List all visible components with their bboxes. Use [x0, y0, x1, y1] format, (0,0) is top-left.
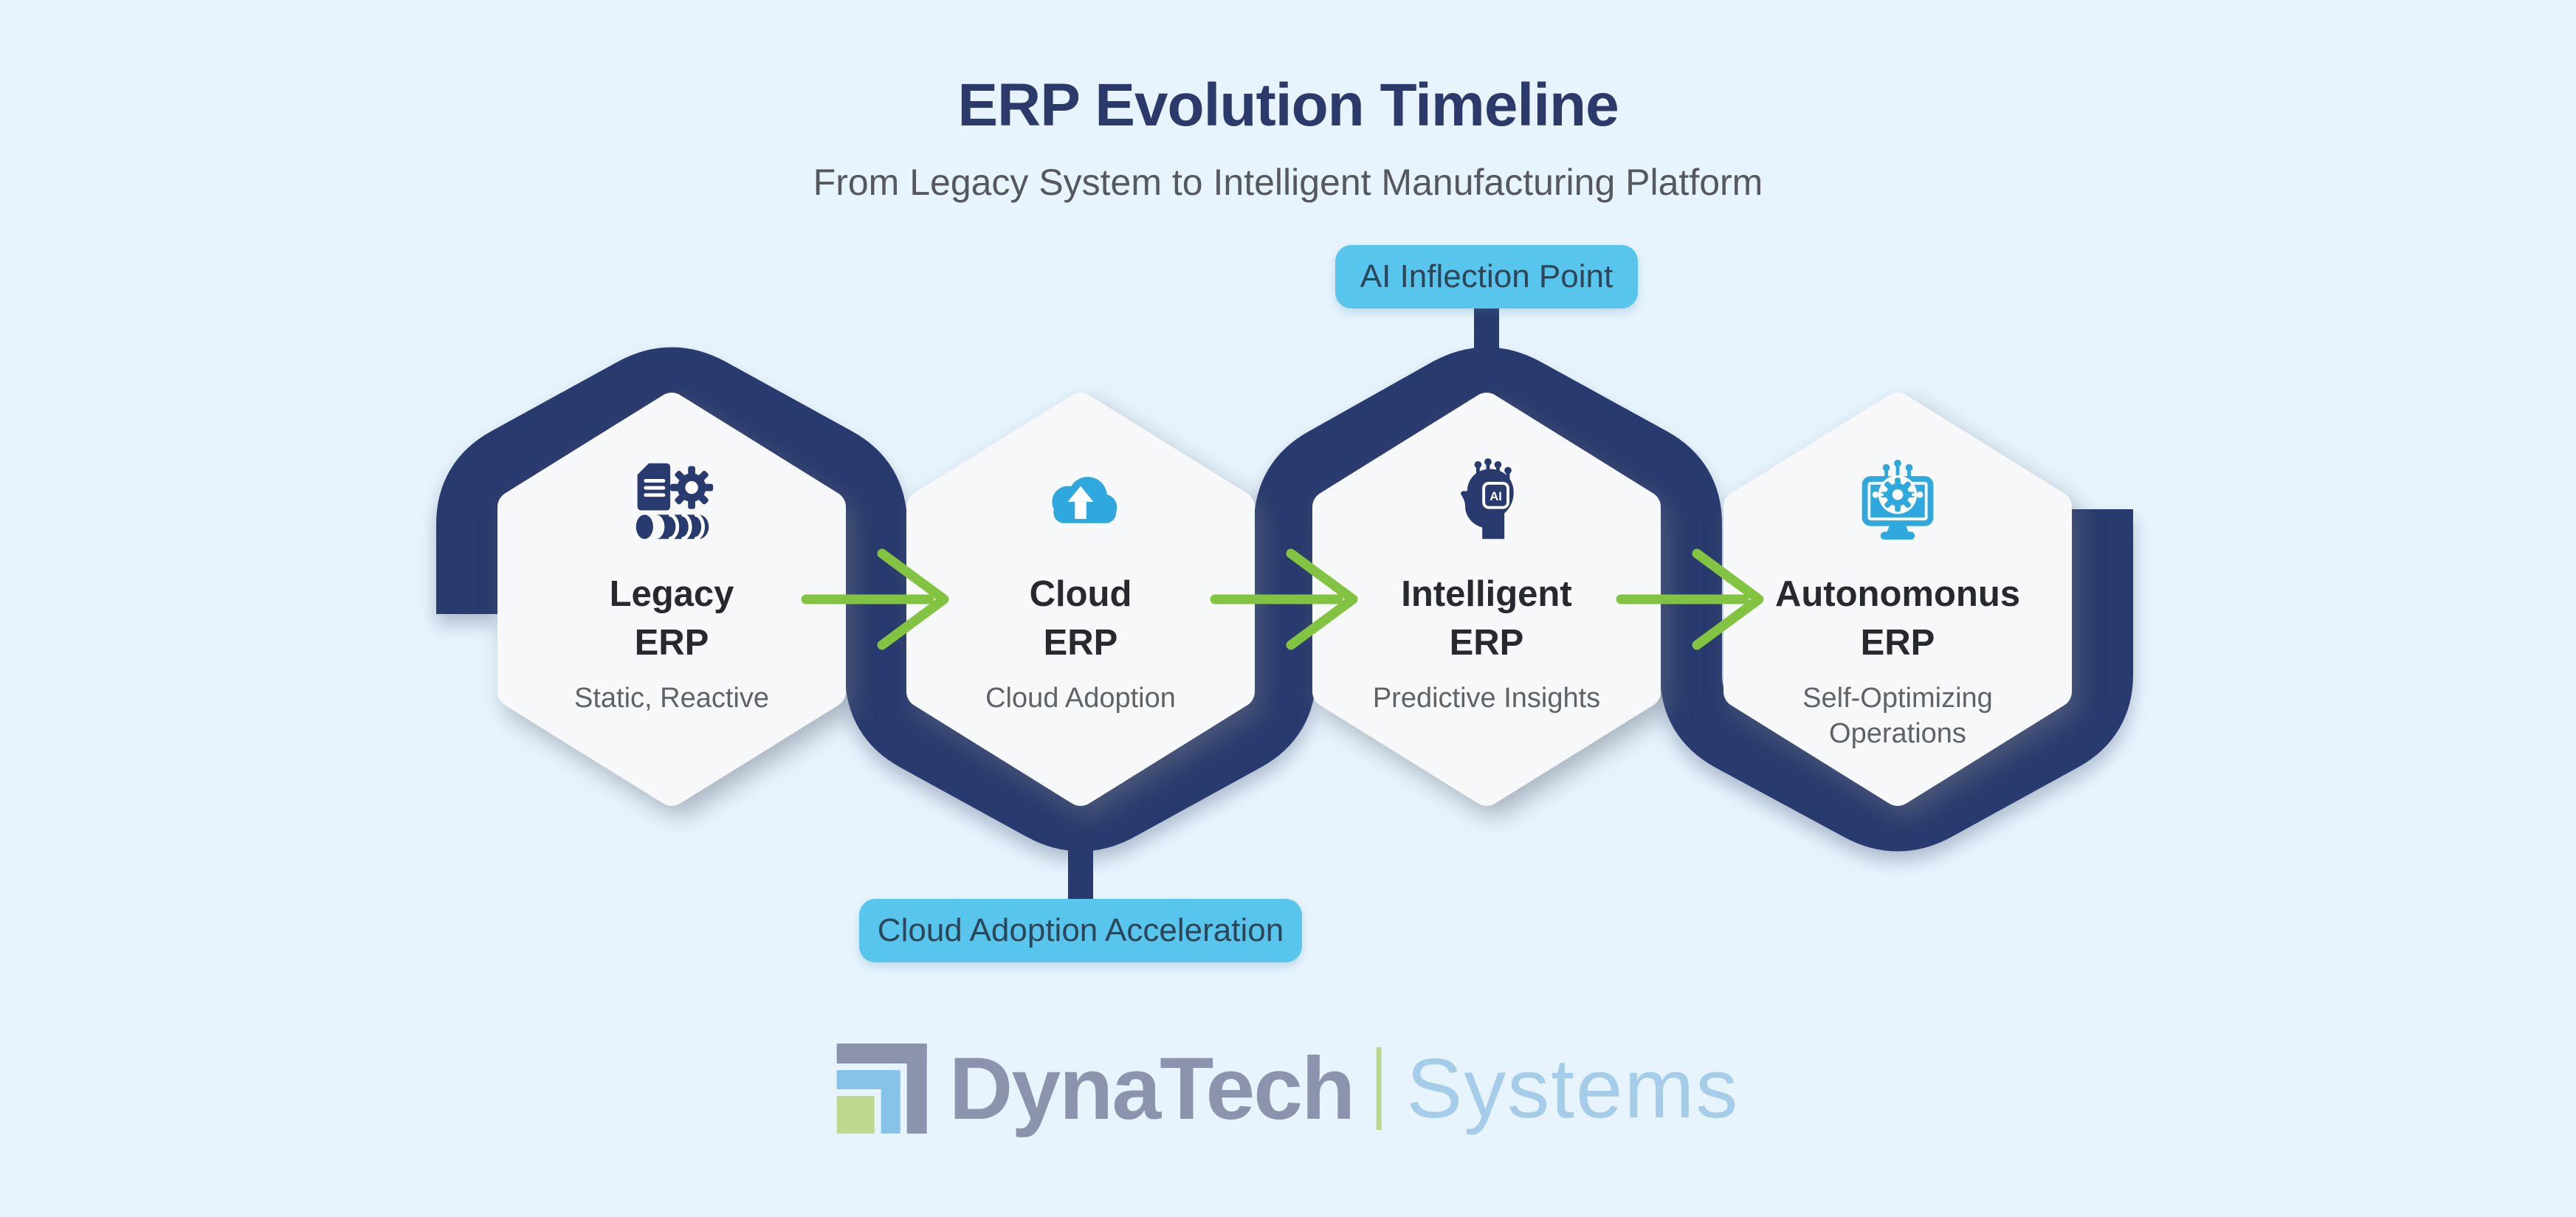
- stage-description: Static, Reactive: [574, 683, 769, 714]
- arrow-icon-legacy-to-cloud: [801, 548, 949, 650]
- stage-autonomous-erp: Autonomonus ERP Self-Optimizing Operatio…: [1728, 399, 2067, 797]
- svg-text:AI: AI: [1490, 490, 1501, 503]
- stage-description: Self-Optimizing Operations: [1802, 683, 1993, 749]
- hexagon-cloud-erp: [906, 393, 1255, 806]
- stage-name: Intelligent ERP: [1401, 574, 1572, 663]
- ai-head-icon: AI: [1461, 458, 1514, 539]
- stage-name: Legacy ERP: [609, 574, 734, 663]
- ai-inflection-point-callout: AI Inflection Point: [1335, 245, 1638, 308]
- cloud-adoption-acceleration-callout: Cloud Adoption Acceleration: [859, 899, 1302, 962]
- stage-description: Cloud Adoption: [985, 683, 1176, 714]
- hexagon-legacy-erp: [497, 393, 846, 806]
- stage-legacy-erp: Legacy ERP Static, Reactive: [502, 399, 841, 797]
- stage-name: Autonomonus ERP: [1774, 574, 2021, 663]
- stage-description: Predictive Insights: [1372, 683, 1601, 714]
- dynatech-systems-logo: DynaTech Systems: [836, 1039, 1740, 1138]
- arrow-icon-cloud-to-intelligent: [1210, 548, 1358, 650]
- stage-intelligent-erp: AI Intelligent ERP Predictive Insights: [1317, 399, 1656, 797]
- logo-divider: [1376, 1047, 1382, 1130]
- hexagon-autonomous-erp: [1723, 393, 2072, 806]
- logo-suffix-text: Systems: [1406, 1041, 1740, 1136]
- hexagon-intelligent-erp: [1312, 393, 1661, 806]
- dynatech-logo-mark-icon: [836, 1044, 927, 1134]
- stage-cloud-erp: Cloud ERP Cloud Adoption: [911, 399, 1250, 797]
- logo-brand-text: DynaTech: [948, 1039, 1356, 1138]
- document-gear-database-icon: [636, 463, 714, 541]
- infographic-title: ERP Evolution Timeline: [957, 72, 1619, 139]
- stage-name: Cloud ERP: [1029, 574, 1132, 663]
- arrow-icon-intelligent-to-autonomous: [1616, 548, 1764, 650]
- automated-monitor-gear-icon: [1862, 459, 1934, 540]
- infographic-subtitle: From Legacy System to Intelligent Manufa…: [813, 162, 1763, 203]
- header: ERP Evolution Timeline From Legacy Syste…: [0, 71, 2576, 204]
- cloud-upload-icon: [1052, 477, 1117, 523]
